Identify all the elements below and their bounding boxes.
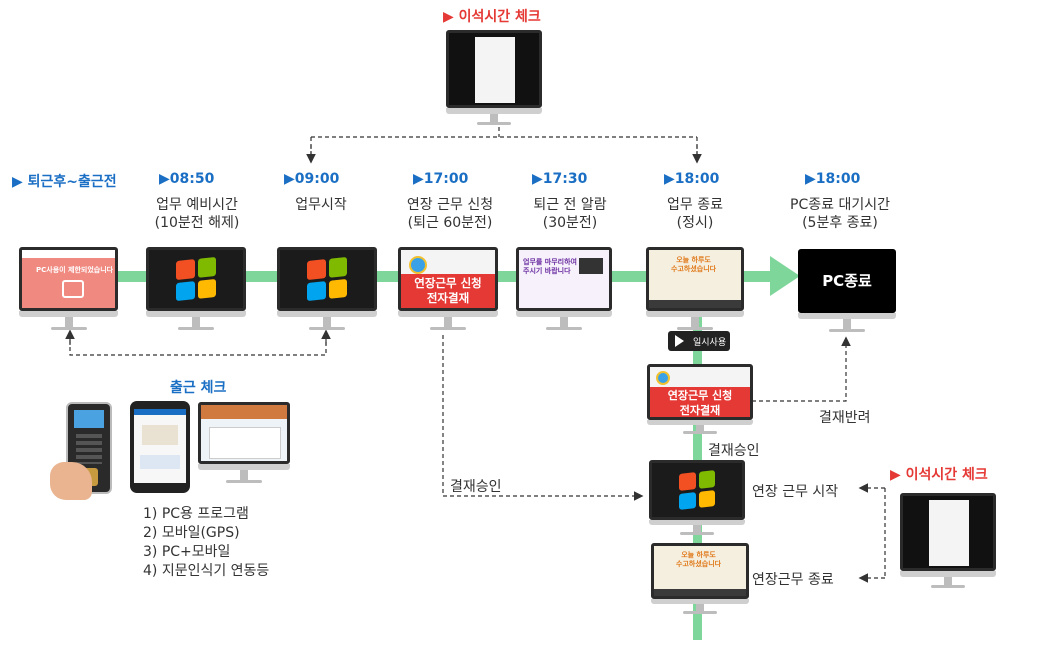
right-check-monitor [900, 493, 996, 593]
stage-time-2: ▶08:50 [159, 171, 215, 187]
monitor-work-end: 오늘 하루도 수고하셨습니다 [646, 247, 744, 337]
stage-time-7: ▶18:00 [805, 171, 861, 187]
overtime-start-label: 연장 근무 시작 [752, 484, 839, 500]
mobile-phone [130, 401, 190, 493]
overtime-end-label: 연장근무 종료 [752, 572, 834, 588]
finger-hand [50, 462, 92, 500]
stage-desc-2: 업무 예비시간 (10분전 해제) [154, 197, 240, 231]
stage-desc-3: 업무시작 [295, 197, 347, 213]
overtime-end-screen-text: 오늘 하루도 수고하셨습니다 [676, 551, 722, 568]
windows-logo-icon [307, 256, 347, 302]
overtime-approval-card: 연장근무 신청 전자결재 [650, 387, 750, 417]
windows-logo-icon [679, 470, 715, 510]
approval-ok-label-right: 결재승인 [708, 443, 760, 459]
attendance-method-3: 3) PC+모바일 [143, 544, 231, 560]
monitor-attendance-pc [198, 402, 290, 492]
monitor-overtime-start [649, 460, 745, 540]
alarm-screen-text: 업무를 마무리하여 주시기 바랍니다 [523, 258, 577, 275]
attendance-method-2: 2) 모바일(GPS) [143, 525, 240, 541]
top-check-monitor [446, 30, 542, 130]
attendance-method-4: 4) 지문인식기 연동등 [143, 563, 270, 579]
monitor-pc-off: PC종료 [798, 249, 896, 339]
monitor-overtime-approval: 연장근무 신청 전자결재 [647, 364, 753, 434]
temp-use-label: 일시사용 [693, 337, 727, 348]
stage-desc-5: 퇴근 전 알람 (30분전) [533, 197, 607, 231]
main-timeline-arrowhead [770, 256, 800, 296]
approval-ok-label-left: 결재승인 [450, 479, 502, 495]
work-end-screen-text: 오늘 하루도 수고하셨습니다 [671, 256, 717, 273]
monitor-locked: PC사용이 제한되었습니다 [19, 247, 118, 337]
monitor-overtime-end: 오늘 하루도 수고하셨습니다 [651, 543, 749, 623]
temp-use-button[interactable]: 일시사용 [668, 331, 730, 351]
monitor-work-start-windows [277, 247, 377, 337]
pc-off-text: PC종료 [822, 272, 872, 290]
approval-return-label: 결재반려 [819, 410, 871, 426]
windows-logo-icon [176, 256, 216, 302]
stage-time-5: ▶17:30 [532, 171, 588, 187]
monitor-overtime-request: 연장근무 신청 전자결재 [398, 247, 498, 337]
top-away-check-title: ▶ 이석시간 체크 [443, 9, 541, 25]
stage-time-6: ▶18:00 [664, 171, 720, 187]
stage-time-4: ▶17:00 [413, 171, 469, 187]
overtime-request-card: 연장근무 신청 전자결재 [401, 274, 495, 308]
play-icon [675, 335, 684, 347]
attendance-method-1: 1) PC용 프로그램 [143, 506, 249, 522]
stage-time-1: ▶ 퇴근후~출근전 [12, 174, 117, 190]
attendance-check-title: 출근 체크 [170, 380, 227, 396]
stage-desc-6: 업무 종료 (정시) [667, 197, 723, 231]
right-away-check-title: ▶ 이석시간 체크 [890, 467, 988, 483]
locked-screen-text: PC사용이 제한되었습니다 [36, 266, 114, 274]
monitor-prep-windows [146, 247, 246, 337]
monitor-leave-alarm: 업무를 마무리하여 주시기 바랍니다 [516, 247, 612, 337]
stage-desc-7: PC종료 대기시간 (5분후 종료) [790, 197, 890, 231]
stage-time-3: ▶09:00 [284, 171, 340, 187]
attendance-method-list: 1) PC용 프로그램 2) 모바일(GPS) 3) PC+모바일 4) 지문인… [143, 505, 269, 581]
stage-desc-4: 연장 근무 신청 (퇴근 60분전) [406, 197, 494, 231]
